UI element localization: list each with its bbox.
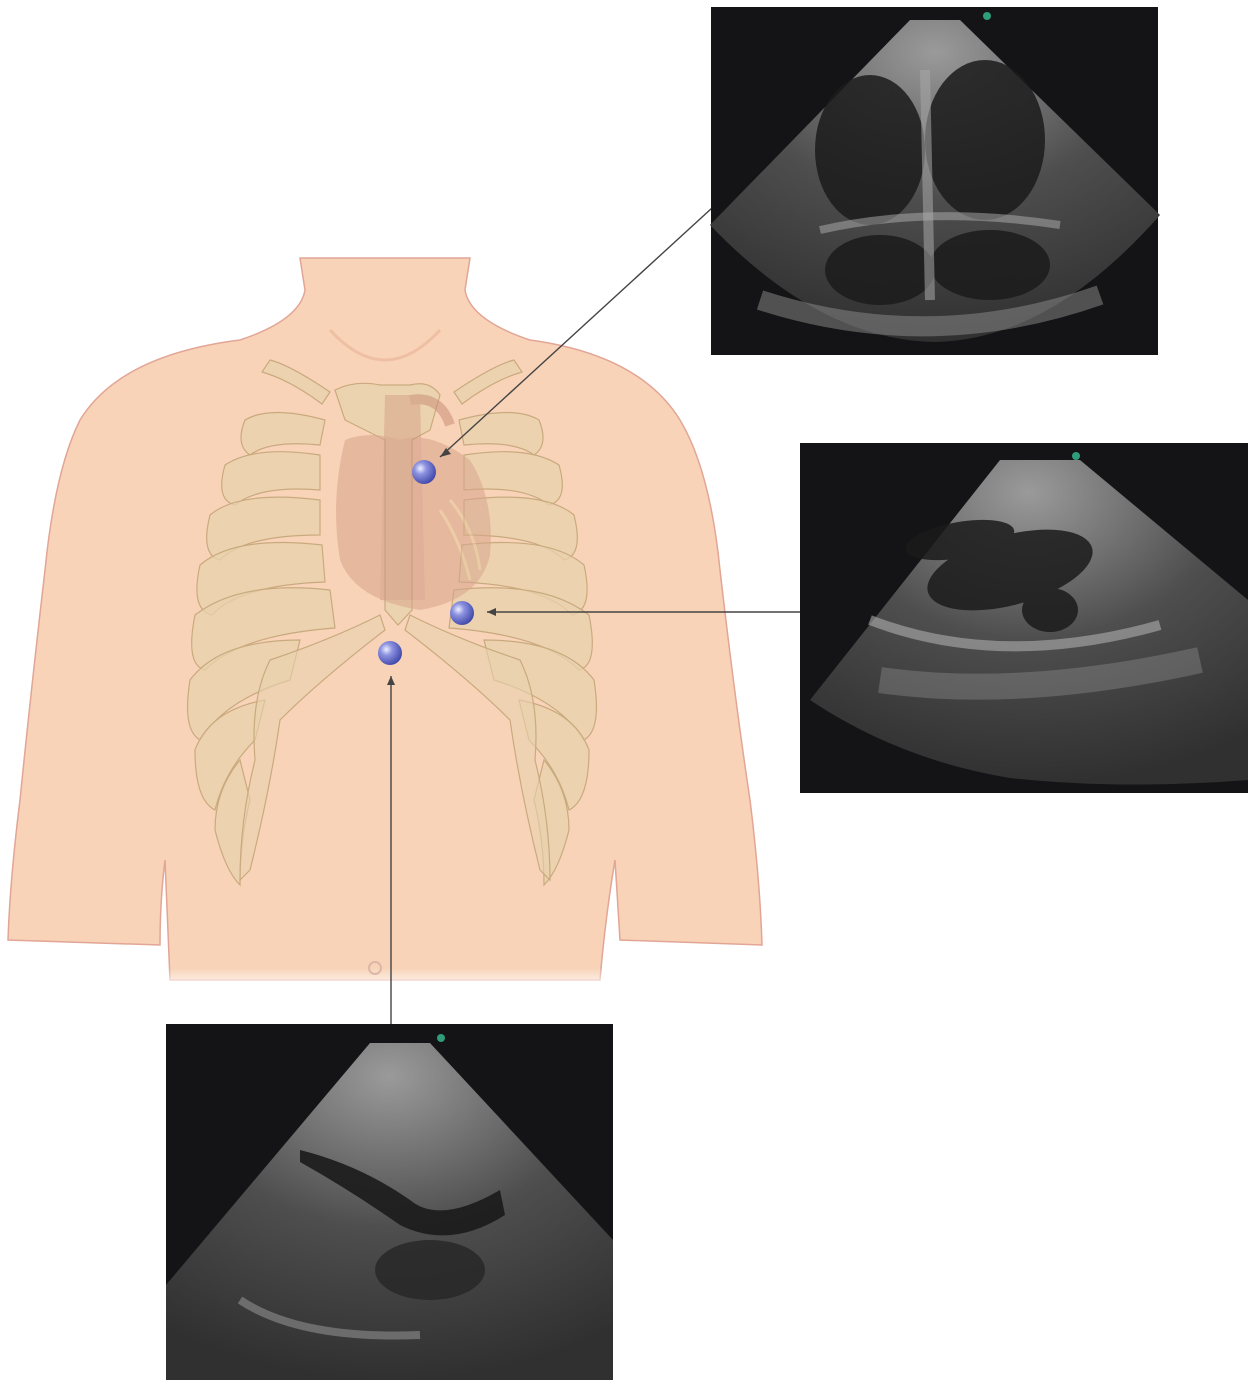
ultrasound-image-subcostal bbox=[166, 1024, 613, 1380]
probe-position-apical bbox=[450, 601, 474, 625]
orientation-marker bbox=[437, 1034, 445, 1042]
orientation-marker bbox=[1072, 452, 1080, 460]
probe-position-upper-parasternal bbox=[412, 460, 436, 484]
ultrasound-image-apical bbox=[710, 7, 1160, 355]
orientation-marker bbox=[983, 12, 991, 20]
ultrasound-image-parasternal bbox=[800, 443, 1248, 793]
probe-position-subxiphoid bbox=[378, 641, 402, 665]
body-silhouette bbox=[8, 258, 762, 980]
torso-illustration bbox=[0, 258, 770, 990]
